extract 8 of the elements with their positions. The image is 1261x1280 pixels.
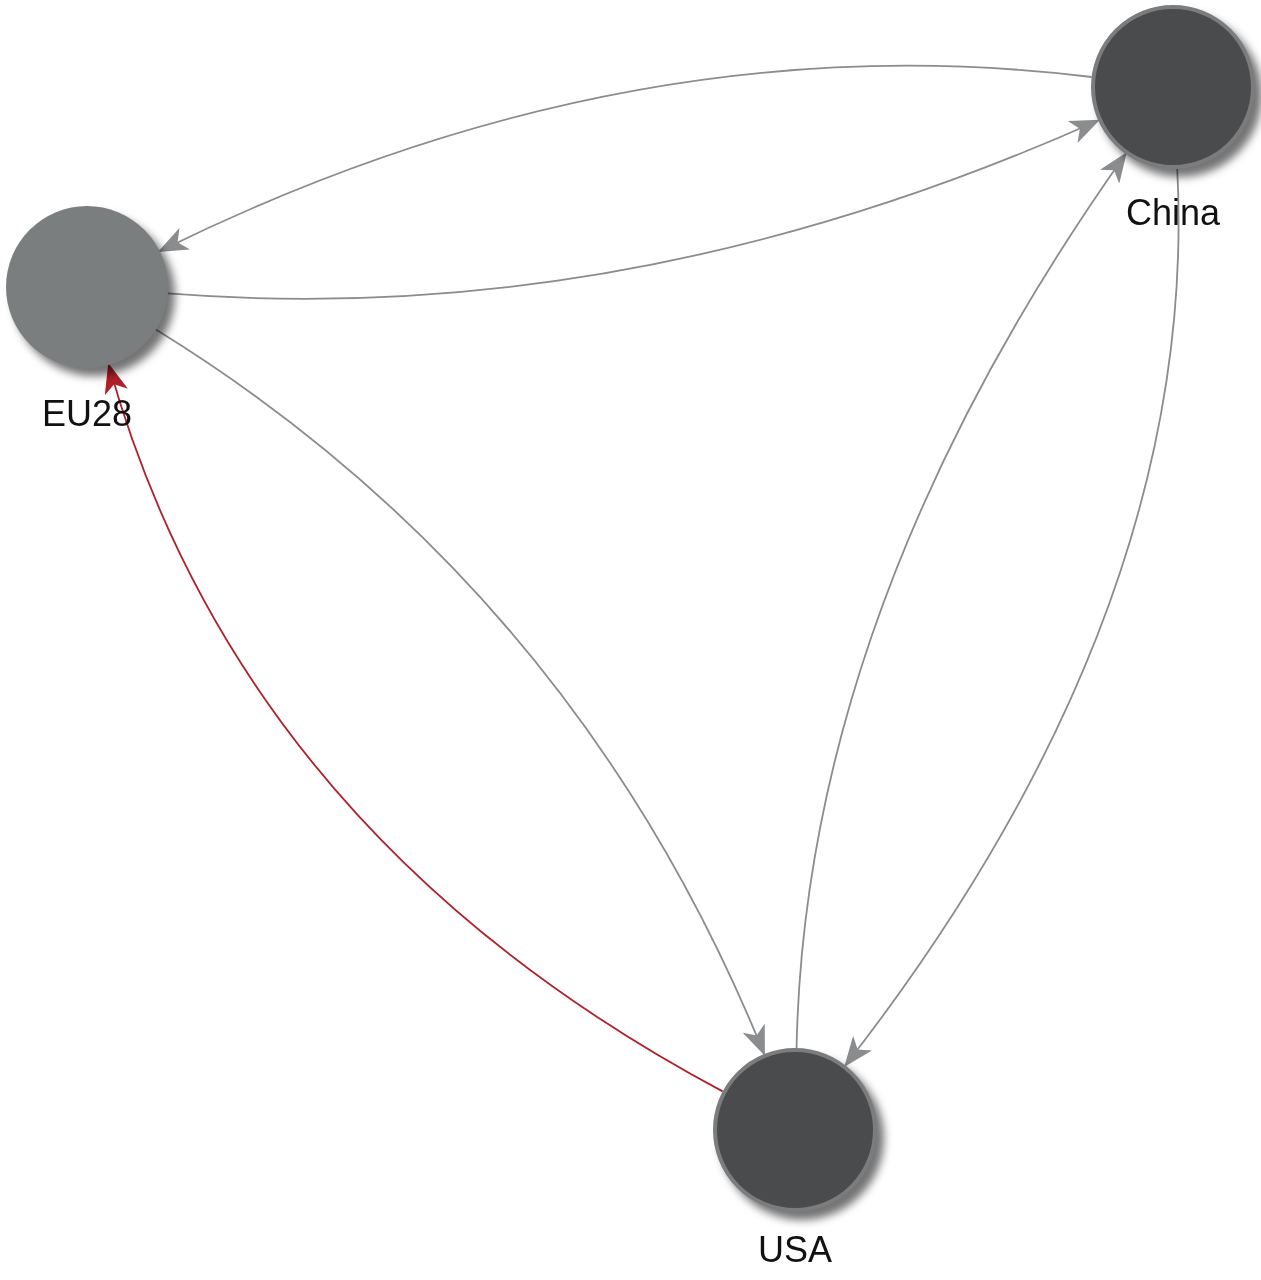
arrow [155,328,766,1056]
arrow [844,168,1180,1067]
arrow [105,363,724,1093]
arrow [157,65,1093,253]
node-label: China [1125,193,1221,233]
node-label: USA [758,1230,832,1270]
arrow [166,119,1100,300]
arrow [795,152,1127,1049]
